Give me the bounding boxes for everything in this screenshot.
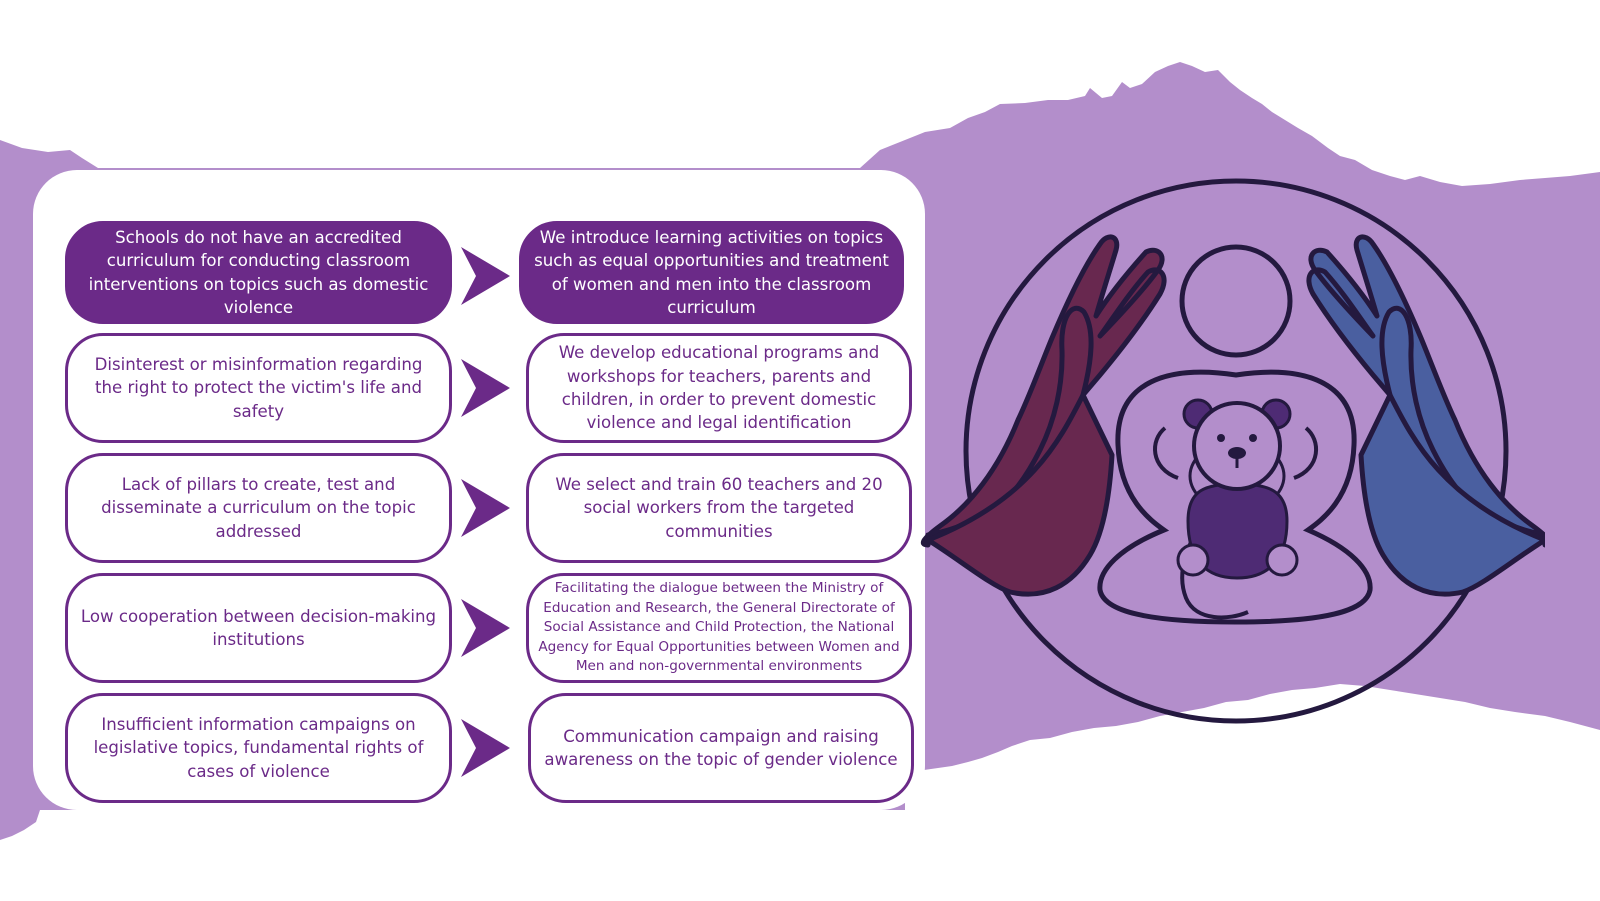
solution-text-4: Facilitating the dialogue between the Mi… [538,580,900,675]
problem-text-2: Disinterest or misinformation regarding … [94,354,423,421]
solution-box-3: We select and train 60 teachers and 20 s… [526,453,912,563]
problem-box-2: Disinterest or misinformation regarding … [65,333,452,443]
protection-illustration [920,178,1545,724]
problem-box-3: Lack of pillars to create, test and diss… [65,453,452,563]
arrow-right-icon [461,359,510,417]
teddy-bear-icon [1153,398,1319,620]
right-hand-icon [1306,234,1545,597]
problem-box-4: Low cooperation between decision-making … [65,573,452,683]
outer-circle [963,178,1509,724]
solution-box-5: Communication campaign and raising aware… [528,693,914,803]
problem-text-4: Low cooperation between decision-making … [80,606,437,649]
arrow-right-icon [461,719,510,777]
solution-text-5: Communication campaign and raising aware… [544,726,898,769]
child-head-icon [1179,244,1293,358]
arrow-right-icon [461,599,510,657]
problem-box-1: Schools do not have an accredited curric… [65,221,452,324]
solution-box-4: Facilitating the dialogue between the Mi… [526,573,912,683]
solution-text-3: We select and train 60 teachers and 20 s… [555,474,883,541]
problem-text-5: Insufficient information campaigns on le… [93,714,424,781]
problem-box-5: Insufficient information campaigns on le… [65,693,452,803]
arrow-right-icon [461,247,510,305]
solution-text-2: We develop educational programs and work… [558,343,880,433]
left-hand-icon [920,234,1167,597]
problem-text-3: Lack of pillars to create, test and diss… [101,474,416,541]
arrow-right-icon [461,479,510,537]
child-body [1097,369,1373,625]
solution-box-1: We introduce learning activities on topi… [519,221,904,324]
solution-text-1: We introduce learning activities on topi… [534,227,889,317]
solution-box-2: We develop educational programs and work… [526,333,912,443]
problem-text-1: Schools do not have an accredited curric… [88,227,429,317]
